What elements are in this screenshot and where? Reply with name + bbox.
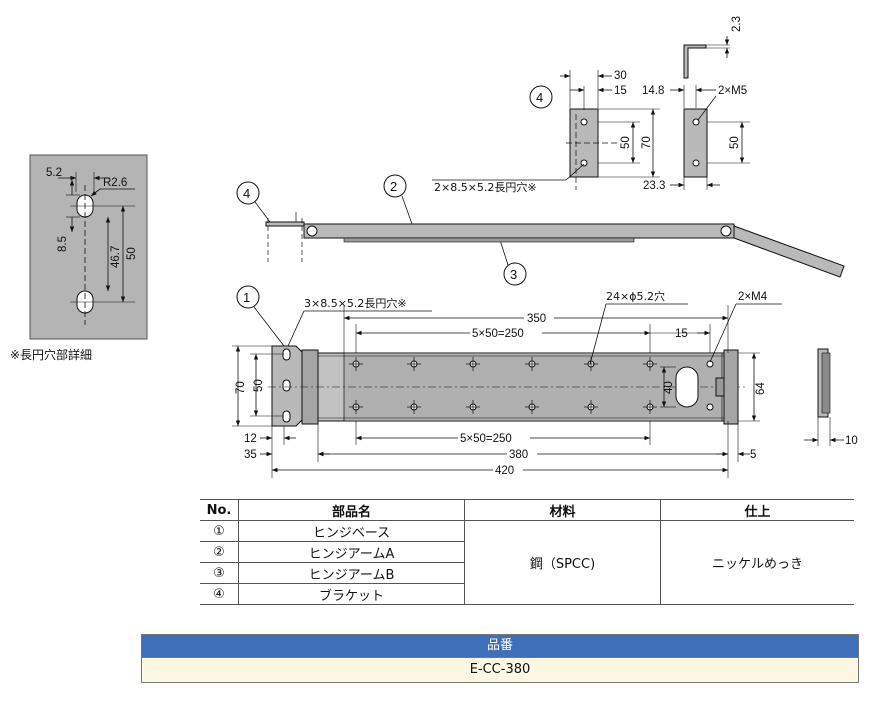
part-number-table: 品番 E-CC-380: [141, 634, 859, 683]
callout-4-mid: 4: [243, 186, 250, 201]
plan-slot-label: 3×8.5×5.2長円穴※: [304, 296, 407, 310]
row-name: ヒンジアームB: [238, 562, 465, 584]
side-50: 50: [729, 136, 741, 149]
plan-holes-label: 24×ϕ5.2穴: [606, 289, 665, 303]
parts-table: No. 部品名 材料 仕上 ① ヒンジベース 鋼（SPCC) ニッケルめっき ②…: [200, 499, 854, 605]
bracket-front-view: 4 30 15 50 70 2×8.5×5.2長円穴※: [432, 70, 660, 194]
plan-12: 12: [244, 433, 257, 445]
bracket-side-view: 2.3 14.8 2×M5 50 23.3: [642, 16, 750, 192]
row-no: ③: [200, 562, 239, 584]
detail-46-7: 46.7: [110, 246, 122, 268]
side-2-3: 2.3: [731, 16, 743, 32]
detail-8-5: 8.5: [57, 236, 69, 252]
slot-detail-note: ※長円穴部詳細: [10, 348, 93, 362]
row-no: ④: [200, 583, 239, 605]
bracket-30: 30: [614, 70, 627, 82]
bracket-50: 50: [620, 136, 632, 149]
bracket-slot-label: 2×8.5×5.2長円穴※: [434, 180, 537, 194]
plan-5: 5: [750, 449, 756, 461]
plan-35: 35: [244, 449, 257, 461]
plan-50: 50: [253, 379, 265, 392]
arm-side-elevation: 4 2 3: [236, 174, 845, 286]
bracket-70: 70: [641, 136, 653, 149]
table-row: ① ヒンジベース 鋼（SPCC) ニッケルめっき: [200, 520, 854, 605]
header-material: 材料: [464, 499, 661, 521]
callout-3: 3: [510, 267, 517, 282]
detail-50: 50: [126, 247, 138, 260]
header-part-name: 部品名: [238, 499, 465, 521]
side-14-8: 14.8: [642, 85, 664, 97]
side-m5: 2×M5: [718, 85, 747, 97]
header-no: No.: [200, 499, 239, 521]
table-row: ④ ブラケット: [200, 583, 854, 605]
header-finish: 仕上: [660, 499, 854, 521]
row-name: ヒンジアームA: [238, 541, 465, 563]
plan-70: 70: [235, 381, 247, 394]
plan-64: 64: [755, 382, 767, 395]
plan-40: 40: [663, 381, 675, 394]
callout-2: 2: [390, 179, 397, 194]
plan-m4-label: 2×M4: [738, 291, 768, 303]
side-23-3: 23.3: [643, 180, 665, 192]
detail-5-2: 5.2: [46, 167, 62, 179]
part-number-value: E-CC-380: [142, 657, 858, 682]
callout-4-top: 4: [536, 90, 543, 105]
finish-cell: ニッケルめっき: [660, 520, 854, 605]
plan-view: 1 350 5×50=250 15 3×8.5×5.2長円穴※: [232, 285, 782, 478]
end-10: 10: [845, 435, 858, 447]
callout-1: 1: [243, 290, 250, 305]
plan-pitch-bottom: 5×50=250: [460, 433, 512, 445]
material-cell: 鋼（SPCC): [464, 520, 661, 605]
plan-15: 15: [675, 328, 688, 340]
detail-r2-6: R2.6: [103, 177, 127, 189]
plan-420: 420: [495, 465, 514, 477]
plan-350: 350: [527, 313, 546, 325]
row-no: ②: [200, 541, 239, 563]
row-no: ①: [200, 520, 239, 542]
hole-grid: [349, 357, 657, 414]
parts-table-header: No. 部品名 材料 仕上: [200, 499, 854, 521]
slot-detail: 5.2 R2.6 8.5 46.7 50: [29, 154, 148, 340]
row-name: ヒンジベース: [238, 520, 465, 542]
end-view: 10: [804, 348, 858, 447]
bracket-15: 15: [614, 85, 627, 97]
row-name: ブラケット: [238, 583, 465, 605]
plan-380: 380: [509, 449, 528, 461]
plan-pitch-top: 5×50=250: [472, 328, 524, 340]
table-row: ③ ヒンジアームB: [200, 562, 854, 584]
part-number-header: 品番: [142, 635, 858, 657]
